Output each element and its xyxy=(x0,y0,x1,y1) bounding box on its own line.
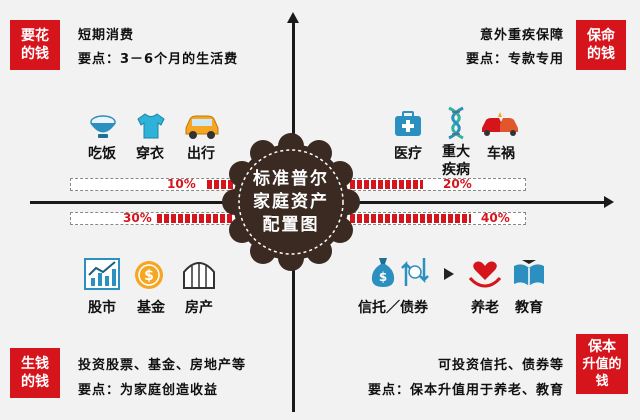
bar-top-right-fill xyxy=(301,180,423,189)
percent-bottom-right: 40% xyxy=(481,211,510,225)
bottom-left-title: 投资股票、基金、房地产等 xyxy=(78,358,247,373)
bottom-right-key-point: 要点：保本升值用于养老、教育 xyxy=(367,383,564,398)
item-car-accident: 车祸 xyxy=(487,146,515,162)
item-stocks: 股市 xyxy=(88,300,116,316)
percent-top-right: 20% xyxy=(443,177,472,191)
stock-chart-icon xyxy=(84,258,120,290)
exchange-icon xyxy=(401,258,429,286)
stamp-bottom-left: 生钱 的钱 xyxy=(12,350,58,396)
top-left-title: 短期消费 xyxy=(78,28,135,43)
bar-bottom-left-fill xyxy=(157,214,287,223)
right-arrow-icon xyxy=(604,196,614,208)
car-crash-icon xyxy=(482,112,518,136)
medical-kit-icon xyxy=(395,111,421,136)
building-icon xyxy=(183,262,215,289)
hands-heart-icon xyxy=(468,261,502,288)
item-critical-illness: 重大 疾病 xyxy=(442,144,470,178)
tshirt-icon xyxy=(137,113,165,139)
money-bag-icon: $ xyxy=(371,258,395,287)
svg-text:$: $ xyxy=(379,270,387,284)
item-medical: 医疗 xyxy=(394,146,422,162)
coin-icon: $ xyxy=(135,261,163,289)
bottom-left-key-point: 要点：为家庭创造收益 xyxy=(78,383,219,398)
bar-bottom-right-fill xyxy=(301,214,471,223)
item-travel: 出行 xyxy=(187,146,215,162)
item-property: 房产 xyxy=(185,300,213,316)
svg-text:$: $ xyxy=(144,268,154,284)
bar-top-right: 20% xyxy=(298,177,526,191)
percent-bottom-left: 30% xyxy=(123,211,152,225)
percent-top-left: 10% xyxy=(167,177,196,191)
item-clothes: 穿衣 xyxy=(136,146,164,162)
item-trust-bonds: 信托／债券 xyxy=(358,300,428,316)
center-line-1: 标准普尔 xyxy=(253,169,329,189)
center-badge xyxy=(222,133,360,271)
bar-bottom-right: 40% xyxy=(298,211,526,225)
top-right-key-point: 要点：专款专用 xyxy=(465,52,564,67)
item-funds: 基金 xyxy=(137,300,165,316)
rice-bowl-icon xyxy=(90,115,116,138)
top-right-title: 意外重疾保障 xyxy=(479,28,564,43)
center-line-3: 配置图 xyxy=(262,215,320,235)
bottom-right-title: 可投资信托、债券等 xyxy=(437,358,564,373)
car-icon xyxy=(185,115,219,139)
up-arrow-icon xyxy=(287,12,299,23)
center-title: 标准普尔 家庭资产 配置图 xyxy=(236,168,346,237)
item-retirement: 养老 xyxy=(471,300,499,316)
right-arrow-small-icon xyxy=(444,268,454,280)
dna-icon xyxy=(448,106,464,140)
top-left-key-point: 要点：3－6个月的生活费 xyxy=(78,52,239,67)
item-eat: 吃饭 xyxy=(88,146,116,162)
stamp-top-left: 要花 的钱 xyxy=(12,22,58,68)
item-education: 教育 xyxy=(515,300,543,316)
book-icon xyxy=(514,260,544,286)
center-line-2: 家庭资产 xyxy=(253,192,329,212)
stamp-top-right: 保命 的钱 xyxy=(578,22,624,68)
stamp-bottom-right: 保本 升值的钱 xyxy=(578,336,626,392)
